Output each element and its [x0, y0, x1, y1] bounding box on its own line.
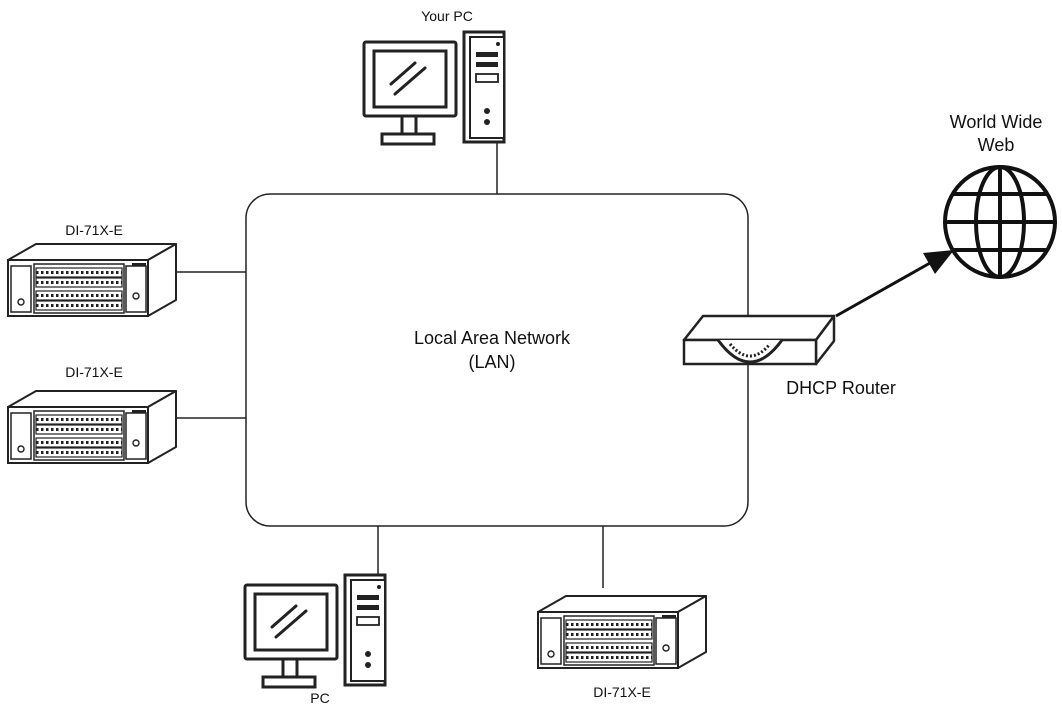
pc-label: PC	[310, 690, 330, 706]
device-2-icon	[6, 389, 178, 465]
device-1-icon	[6, 242, 178, 318]
your-pc-label: Your PC	[421, 8, 473, 24]
device-1-label: DI-71X-E	[65, 222, 123, 238]
router-label: DHCP Router	[786, 378, 896, 398]
lan-title-line2: (LAN)	[468, 352, 516, 372]
device-3-icon	[536, 594, 708, 670]
device-3-label: DI-71X-E	[593, 684, 651, 700]
globe-icon	[943, 165, 1057, 279]
internet-label-line2: Web	[977, 135, 1015, 155]
your-pc-icon	[362, 30, 506, 146]
internet-link-arrow	[835, 250, 954, 318]
router-icon	[682, 314, 836, 366]
connection-lines	[176, 143, 604, 588]
internet-label-line1: World Wide	[949, 112, 1043, 132]
lan-title-line1: Local Area Network	[413, 328, 571, 348]
pc-icon	[243, 573, 387, 689]
device-2-label: DI-71X-E	[65, 364, 123, 380]
